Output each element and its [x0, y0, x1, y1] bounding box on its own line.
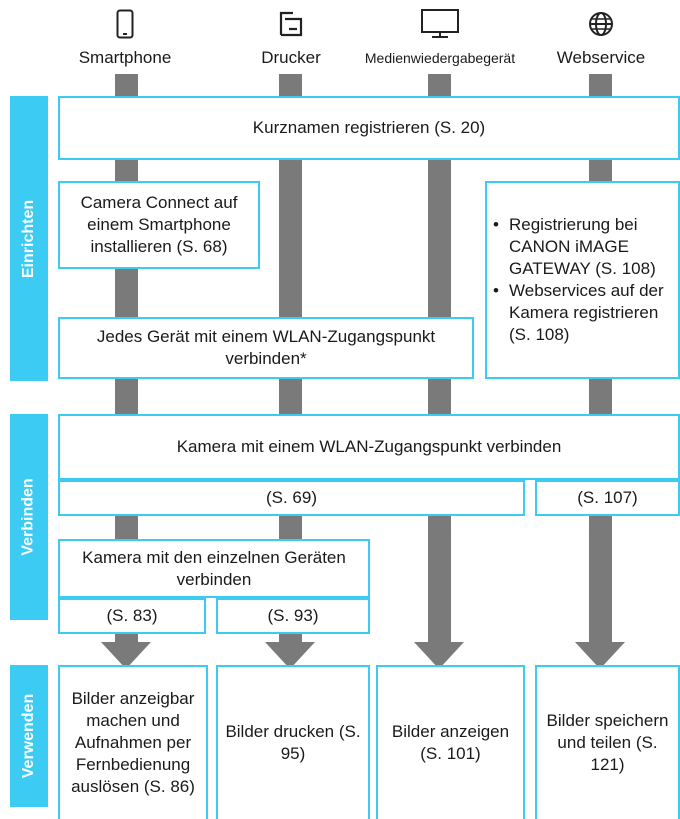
section-label-use: Verwenden — [10, 665, 48, 807]
arrow-web — [575, 642, 625, 669]
printer-icon — [274, 6, 308, 42]
box-use-media: Bilder anzeigen (S. 101) — [376, 665, 525, 819]
box-use-printer: Bilder drucken (S. 95) — [216, 665, 370, 819]
box-ref-93: (S. 93) — [216, 598, 370, 634]
globe-icon — [586, 6, 616, 42]
arrow-printer — [265, 642, 315, 669]
arrow-media — [414, 642, 464, 669]
box-ref-69: (S. 69) — [58, 480, 525, 516]
smartphone-icon — [110, 6, 140, 42]
box-webservice-registration: Registrierung bei CANON iMAGE GATEWAY (S… — [485, 181, 680, 379]
section-label-connect: Verbinden — [10, 414, 48, 620]
device-label-smartphone: Smartphone — [78, 48, 172, 67]
box-connect-devices-wlan: Jedes Gerät mit einem WLAN-Zugangspunkt … — [58, 317, 474, 379]
box-install-camera-connect: Camera Connect auf einem Smartphone inst… — [58, 181, 260, 269]
webservice-setup-item: Registrierung bei CANON iMAGE GATEWAY (S… — [491, 214, 674, 280]
box-connect-camera-devices: Kamera mit den einzelnen Geräten verbind… — [58, 539, 370, 598]
box-use-smartphone: Bilder anzeigbar machen und Aufnahmen pe… — [58, 665, 208, 819]
device-label-webservice: Webservice — [556, 48, 646, 67]
arrow-smartphone — [101, 642, 151, 669]
webservice-setup-list: Registrierung bei CANON iMAGE GATEWAY (S… — [491, 214, 674, 346]
box-use-web: Bilder speichern und teilen (S. 121) — [535, 665, 680, 819]
box-register-nickname: Kurznamen registrieren (S. 20) — [58, 96, 680, 160]
device-label-printer: Drucker — [261, 48, 321, 67]
box-connect-camera-wlan: Kamera mit einem WLAN-Zugangspunkt verbi… — [58, 414, 680, 480]
section-label-setup: Einrichten — [10, 96, 48, 381]
device-label-media-player: Medienwiedergabegerät — [364, 50, 516, 66]
box-ref-107: (S. 107) — [535, 480, 680, 516]
webservice-setup-item: Webservices auf der Kamera registrieren … — [491, 280, 674, 346]
box-ref-83: (S. 83) — [58, 598, 206, 634]
media-player-icon — [418, 6, 462, 42]
